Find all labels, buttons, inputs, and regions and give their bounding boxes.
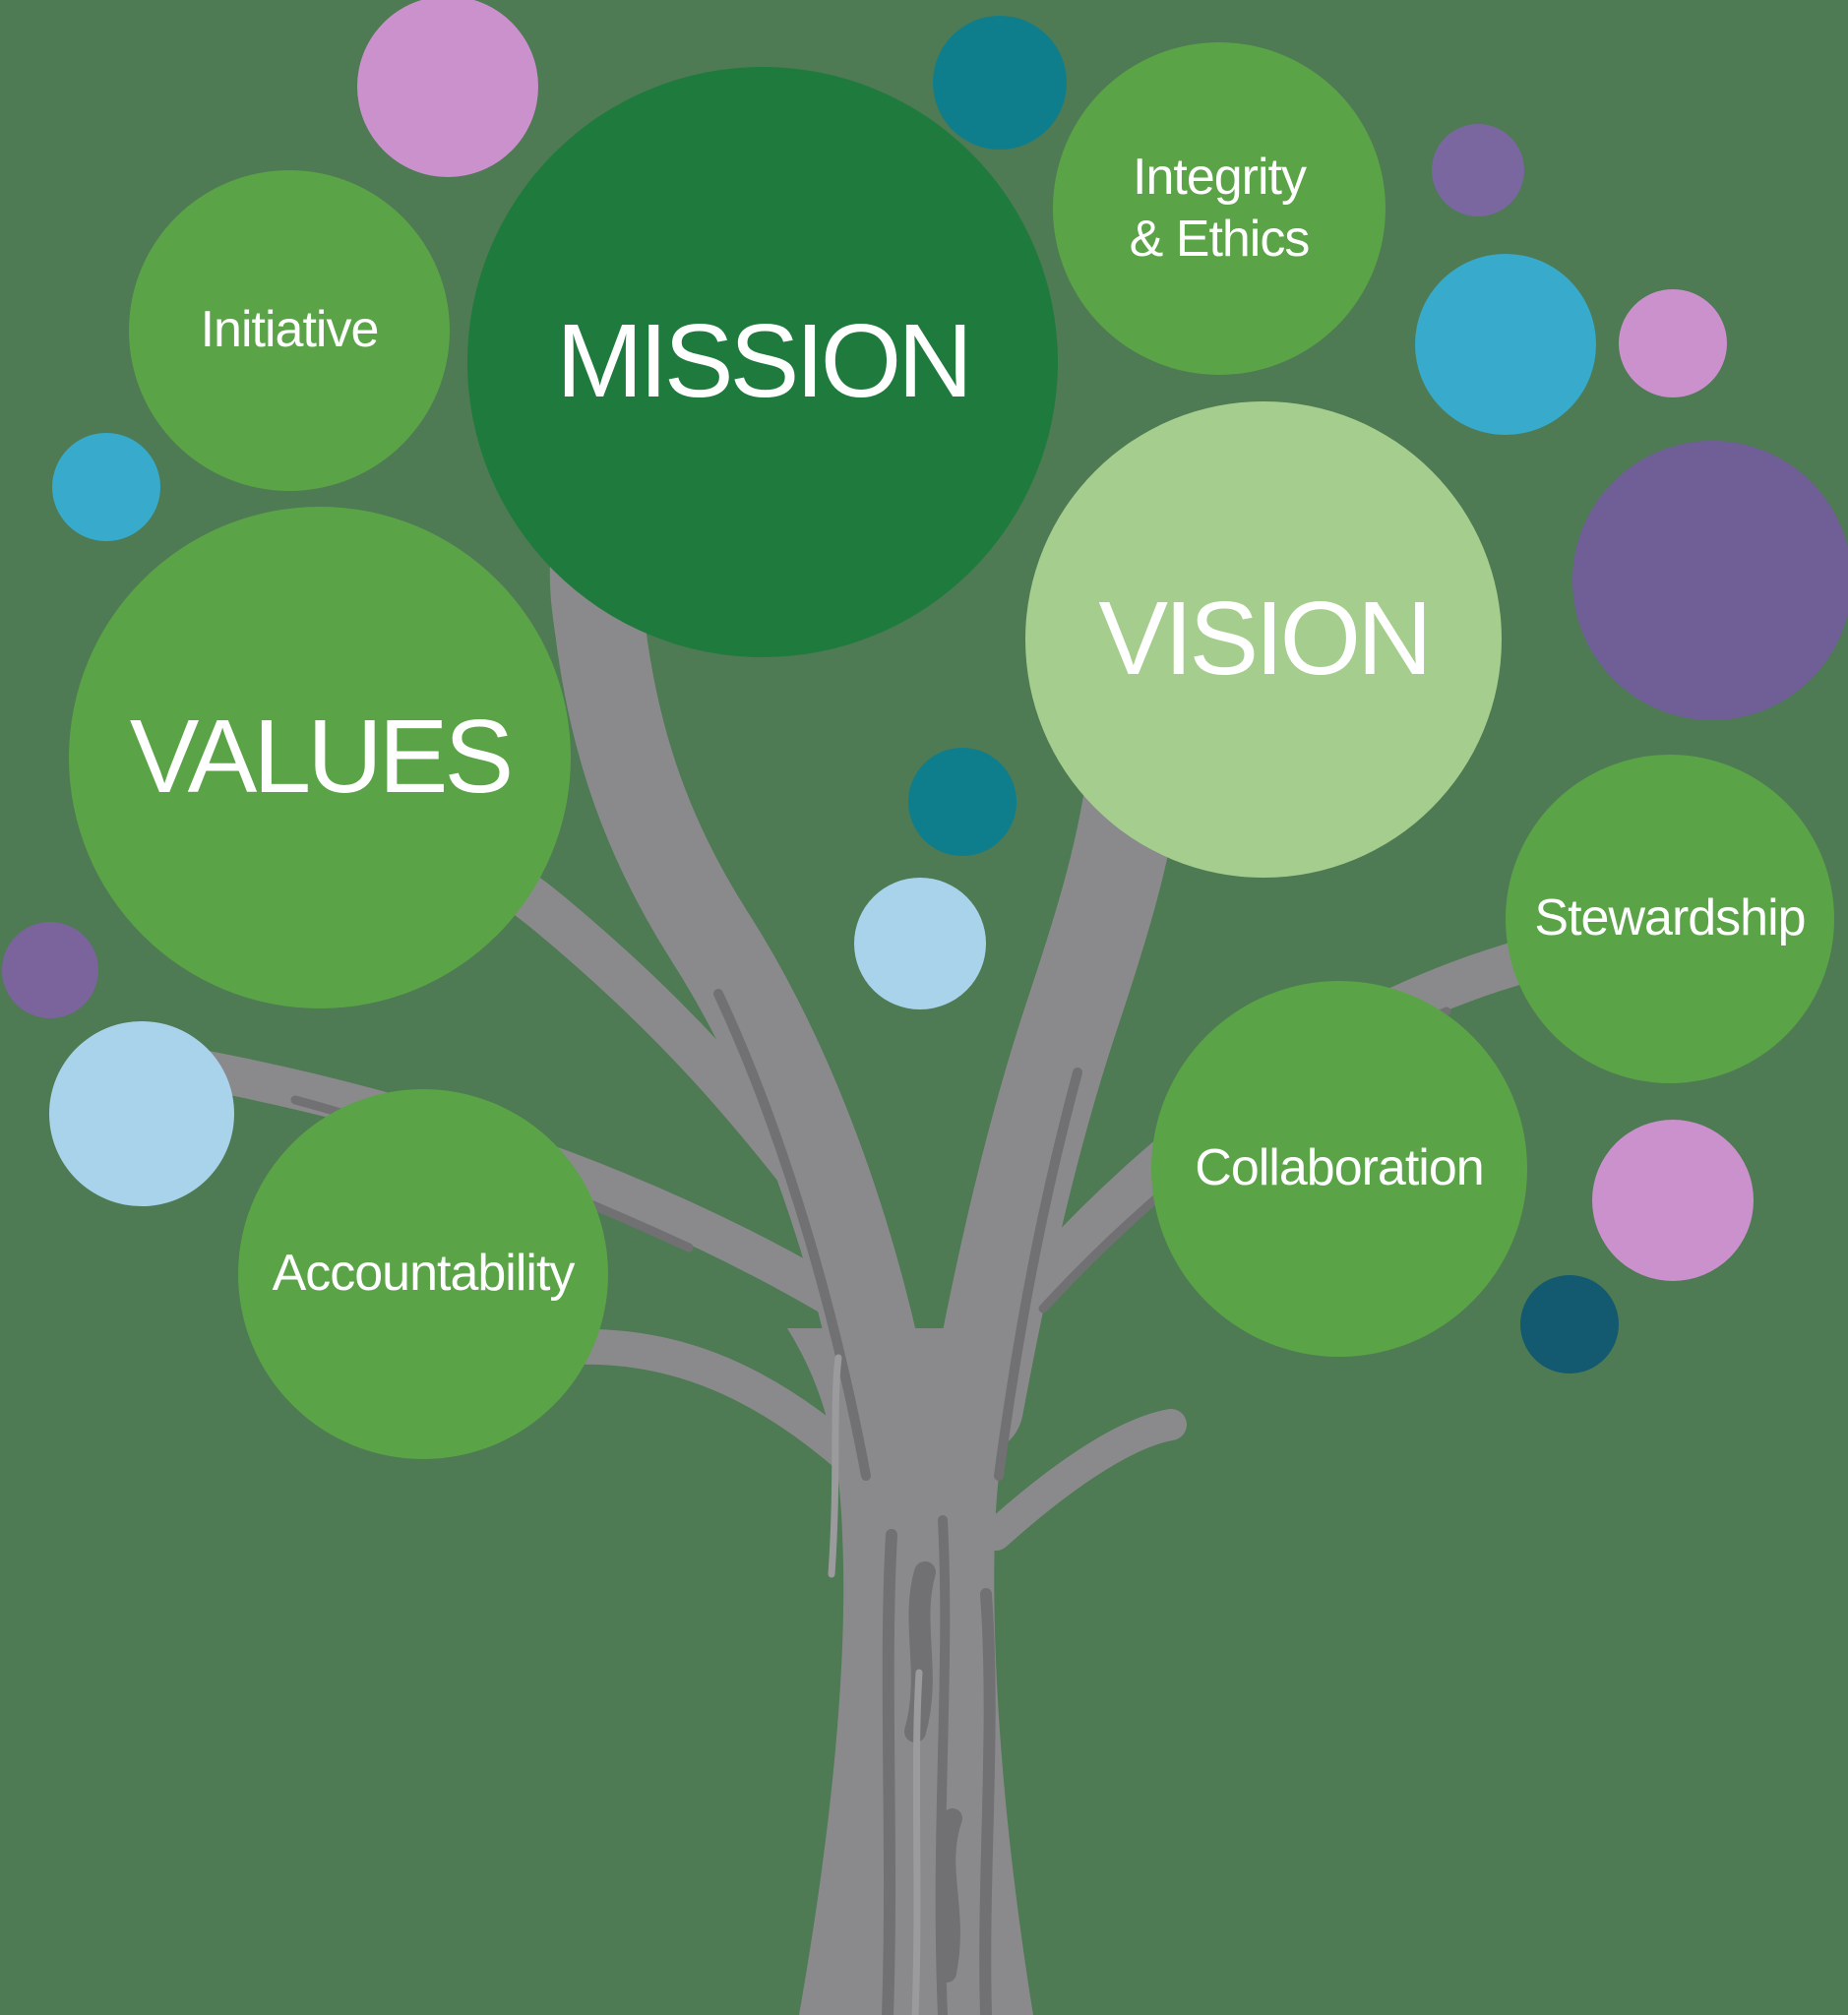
right-limb [929, 710, 1184, 1454]
bark-streak [936, 1808, 962, 1983]
branch-lower-right [980, 1409, 1187, 1551]
circle-mission: MISSION [467, 67, 1058, 657]
circle-initiative: Initiative [129, 170, 450, 491]
bark-streak [882, 1529, 897, 2015]
circle-accountability: Accountability [238, 1089, 608, 1459]
blue-circle-top-right [1415, 254, 1596, 435]
light-blue-circle-middle [854, 878, 986, 1009]
circle-label: Collaboration [1195, 1139, 1484, 1197]
circle-stewardship: Stewardship [1506, 755, 1834, 1083]
purple-circle-right [1572, 441, 1848, 720]
circle-label: Stewardship [1534, 889, 1806, 947]
pink-circle-top-right [1619, 289, 1727, 397]
circle-label: Initiative [200, 301, 380, 359]
purple-circle-top-right [1432, 124, 1524, 216]
circle-vision: VISION [1025, 401, 1502, 878]
purple-circle-left [2, 922, 98, 1018]
pink-circle-bottom-right [1592, 1120, 1754, 1281]
circle-label: & Ethics [1129, 211, 1311, 268]
teal-circle-top [933, 16, 1067, 150]
circle-label: MISSION [556, 303, 973, 420]
circle-values: VALUES [69, 507, 571, 1008]
blue-circle-left [52, 433, 160, 541]
pink-circle-top-left [357, 0, 538, 177]
circle-label: Integrity [1133, 148, 1307, 206]
bark-streaks-light [828, 1354, 923, 2015]
bark-streak [911, 1669, 923, 2015]
light-blue-circle-left [49, 1021, 234, 1206]
bark-streak [713, 989, 871, 1481]
circle-label: VISION [1098, 580, 1432, 698]
bark-streak [828, 1354, 842, 1578]
dark-teal-circle-bottom-right [1520, 1275, 1619, 1374]
circle-label: VALUES [129, 699, 514, 816]
teal-circle-middle [908, 748, 1016, 856]
circle-collaboration: Collaboration [1151, 981, 1527, 1357]
bark-streak [994, 1068, 1082, 1481]
circle-integrity-ethics: Integrity& Ethics [1053, 42, 1386, 375]
bark-streak [979, 1588, 996, 2015]
circle-label: Accountability [272, 1245, 576, 1303]
